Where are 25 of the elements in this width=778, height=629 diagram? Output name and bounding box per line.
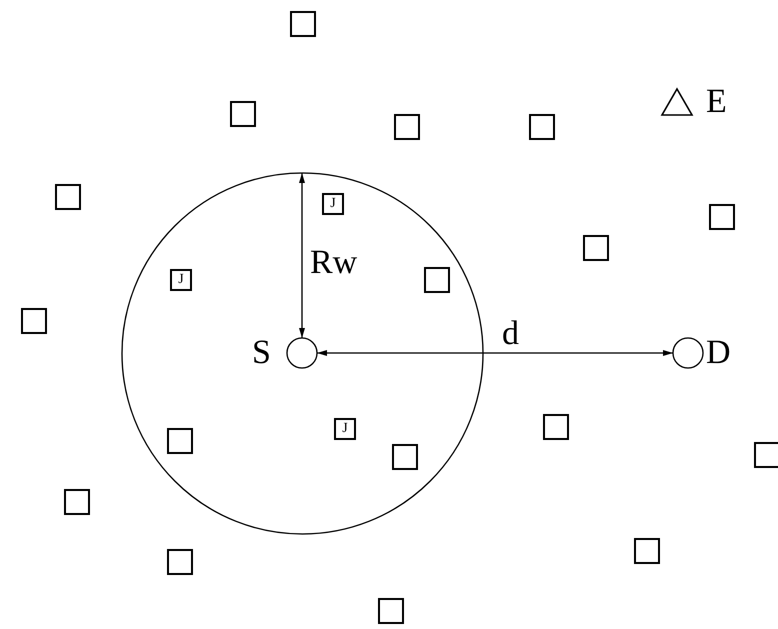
square-node (55, 184, 81, 210)
square-node (392, 444, 418, 470)
labeled-square-node: J (170, 269, 192, 291)
square-node (529, 114, 555, 140)
arrow (299, 173, 305, 338)
node-label: S (252, 336, 271, 370)
arrow (317, 350, 673, 356)
square-node (754, 442, 778, 468)
square-node (167, 549, 193, 575)
square-node (230, 101, 256, 127)
square-node (394, 114, 420, 140)
square-node (583, 235, 609, 261)
square-node (378, 598, 404, 624)
square-node (64, 489, 90, 515)
square-node (543, 414, 569, 440)
labeled-square-node: J (334, 418, 356, 440)
node-label: D (706, 336, 731, 370)
square-node (634, 538, 660, 564)
node-label: E (706, 85, 727, 119)
square-node (21, 308, 47, 334)
square-node (709, 204, 735, 230)
square-node (424, 267, 450, 293)
labeled-square-node: J (322, 193, 344, 215)
square-node (290, 11, 316, 37)
square-node (167, 428, 193, 454)
